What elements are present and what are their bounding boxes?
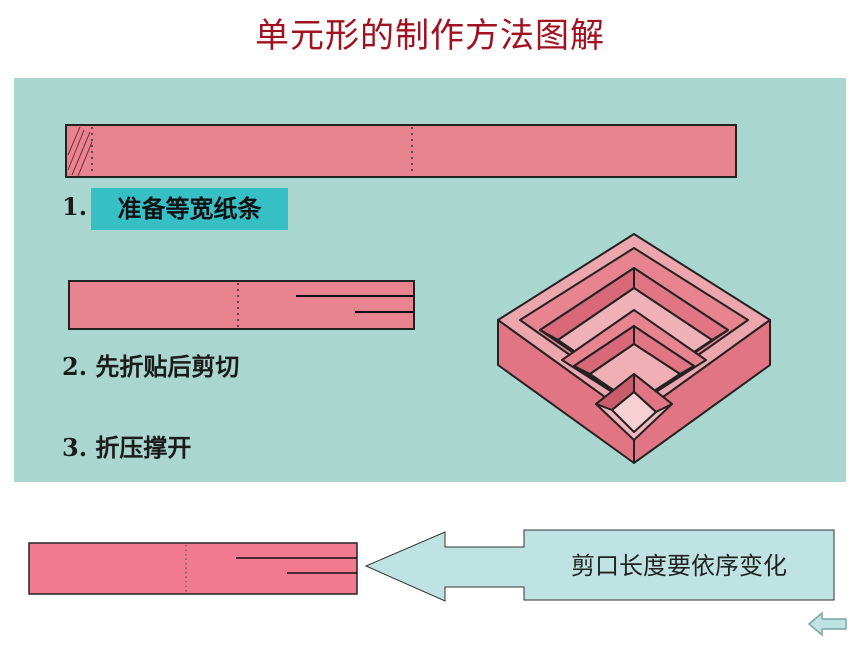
paper-strip-example [28, 542, 358, 595]
step-3-number: 3. [62, 433, 88, 462]
paper-strip-2 [68, 280, 415, 330]
step-2-text: 先折贴后剪切 [95, 352, 240, 381]
callout-text: 剪口长度要依序变化 [571, 552, 787, 580]
step-2-number: 2. [62, 352, 88, 381]
step-1-number: 1. [62, 192, 88, 221]
page-title: 单元形的制作方法图解 [255, 16, 605, 56]
paper-strip-1 [65, 124, 737, 178]
step-2-label: 2. 先折贴后剪切 [62, 347, 239, 382]
back-button[interactable] [806, 610, 850, 638]
folded-structure-3d [497, 233, 771, 464]
step-1-label: 准备等宽纸条 [91, 188, 288, 230]
callout-arrow [364, 529, 835, 602]
step-3-text: 折压撑开 [95, 433, 192, 462]
arrow-left-icon [807, 611, 847, 637]
step-3-label: 3. 折压撑开 [62, 428, 191, 463]
